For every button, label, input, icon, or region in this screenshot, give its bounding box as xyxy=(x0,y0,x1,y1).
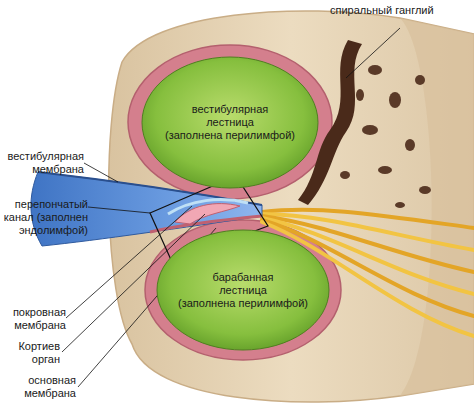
part-label: основная мембрана xyxy=(2,374,76,400)
part-label: покровная мембрана xyxy=(2,306,66,332)
part-label: спиральный ганглий xyxy=(330,4,470,17)
chamber-text-area: вестибулярная лестница(заполнена перилим… xyxy=(140,55,320,190)
chamber-fluid: (заполнена перилимфой) xyxy=(165,129,295,142)
chamber-name: вестибулярная лестница xyxy=(183,103,278,129)
tectorial-membrane xyxy=(168,200,248,214)
perilymph-fill xyxy=(157,230,329,350)
vestibular-wall xyxy=(128,45,332,199)
chamber-name: барабанная лестница xyxy=(201,271,286,297)
leader-lines xyxy=(62,28,400,387)
scala-chamber: вестибулярная лестница(заполнена перилим… xyxy=(140,55,320,190)
part-label: вестибулярная мембрана xyxy=(2,150,84,176)
part-label: Кортиев орган xyxy=(2,340,60,366)
part-label: перепончатый канал (заполнен эндолимфой) xyxy=(0,198,88,237)
bone-pores xyxy=(340,65,431,208)
scala-chamber: барабанная лестница(заполнена перилимфой… xyxy=(155,228,331,352)
perilymph-fill xyxy=(142,57,318,188)
modiolus-tube xyxy=(400,18,474,396)
chamber-text-area: барабанная лестница(заполнена перилимфой… xyxy=(155,228,331,352)
chamber-fluid: (заполнена перилимфой) xyxy=(178,297,308,310)
